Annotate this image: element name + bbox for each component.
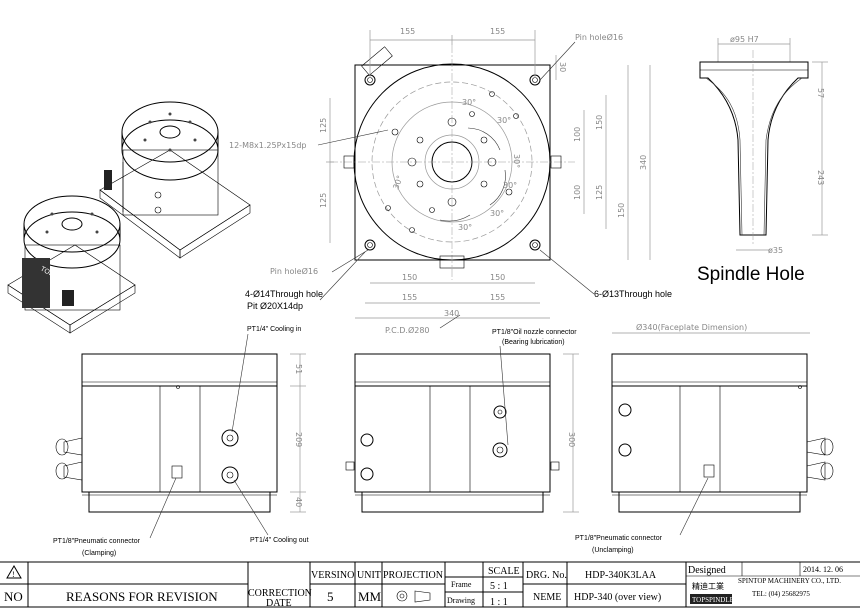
isometric-view-left: TOPSPINDLE [7,195,136,334]
thread-label: 12-M8x1.25Px15dp [229,141,307,150]
dim-left-top: 125 [319,118,328,133]
title-block: ! NO REASONS FOR REVISION CORRECTION DAT… [0,561,860,608]
pin-hole-bottom-label: Pin holeØ16 [270,266,318,276]
tb-date: DATE [266,598,292,608]
pneumatic-clamp-label-1: PT1/8"Pneumatic connector [53,538,141,545]
tb-date-value: 2014. 12. 06 [803,565,843,574]
spindle-title: Spindle Hole [697,264,805,285]
tb-neme-value: HDP-340 (over view) [574,592,661,603]
dim-right-150b: 150 [617,203,626,218]
dim-bottom-155a: 155 [402,293,417,302]
angle-label: 30° [503,181,517,190]
oil-nozzle-label-1: PT1/8"Oil nozzle connector [492,329,577,336]
spindle-hole-view: ø95 H7 57 243 ø35 Spindle Hole [697,35,828,285]
dim-right-150a: 150 [595,115,604,130]
pneumatic-clamp-label-2: (Clamping) [82,550,116,557]
dim-bottom-155b: 155 [490,293,505,302]
dim-right-125: 125 [595,185,604,200]
dim-right-100a: 100 [573,127,582,142]
tb-company-cn: 精迪工業 [692,581,724,591]
tb-correction: CORRECTION [248,588,312,599]
tb-brand: TOPSPINDLE [692,596,734,604]
dim-right-340: 340 [639,155,648,170]
tb-frame: Frame [451,580,472,589]
dim-right-top: 30 [558,62,567,72]
spindle-dim-bottom: ø35 [768,246,783,255]
dim-300: 300 [567,432,576,447]
angle-label: 30° [391,174,404,190]
tb-scale: SCALE [488,566,520,577]
faceplate-label: Ø340(Faceplate Dimension) [636,322,747,332]
angle-label: 30° [512,154,521,168]
dim-left-bottom: 125 [319,193,328,208]
dim-209: 209 [294,432,303,447]
angle-label: 30° [462,98,476,107]
angle-label: 30° [458,223,472,232]
tb-drawing: Drawing [447,596,475,605]
tb-neme-label: NEME [533,592,561,603]
dim-40: 40 [294,497,303,507]
pcd-label: P.C.D.Ø280 [385,325,430,335]
pit-label: Pit Ø20X14dp [247,301,303,311]
side-elevation: 300 PT1/8"Oil nozzle connector (Bearing … [345,329,579,513]
tb-scale-frame: 5 : 1 [490,581,508,592]
tb-designed: Designed [688,565,726,576]
tb-drg-value: HDP-340K3LAA [585,570,657,581]
dim-bottom-150a: 150 [402,273,417,282]
dim-51: 51 [294,364,303,374]
top-view: 30° 30° 30° 30° 30° 30° 30° 155 155 30 P… [229,27,672,335]
cooling-out-label: PT1/4" Cooling out [250,537,309,544]
dim-bottom-340: 340 [444,309,459,318]
front-elevation: 51 209 40 PT1/4" Cooling in PT1/4" Cooli… [53,326,309,557]
tb-versino-value: 5 [327,589,334,604]
mounting-holes [385,91,519,233]
tb-company: SPINTOP MACHINERY CO., LTD. [738,577,841,585]
isometric-view-right [99,101,251,259]
spindle-dim-top: ø95 H7 [730,35,759,44]
dim-top-left: 155 [400,27,415,36]
angle-label: 30° [497,116,511,125]
pneumatic-unclamp-label-1: PT1/8"Pneumatic connector [575,535,663,542]
svg-text:!: ! [12,570,15,579]
dim-bottom-150b: 150 [490,273,505,282]
through-hole-left-label: 4-Ø14Through hole [245,289,323,299]
tb-versino: VERSINO [311,570,354,581]
tb-projection: PROJECTION [383,570,443,581]
tb-drg-label: DRG. No. [526,570,567,581]
spindle-dim-57: 57 [816,88,825,98]
spindle-dim-243: 243 [816,170,825,185]
cooling-in-label: PT1/4" Cooling in [247,326,301,333]
tb-no: NO [4,589,23,604]
tb-reasons: REASONS FOR REVISION [66,589,218,604]
oil-nozzle-label-2: (Bearing lubrication) [502,339,565,346]
through-hole-right-label: 6-Ø13Through hole [594,289,672,299]
tb-scale-drawing: 1 : 1 [490,597,508,608]
pin-hole-top-label: Pin holeØ16 [575,32,623,42]
right-elevation: Ø340(Faceplate Dimension) PT1/8"Pneumati… [575,322,834,554]
dim-top-right: 155 [490,27,505,36]
dim-right-100b: 100 [573,185,582,200]
tb-unit: UNIT [357,570,381,581]
angle-label: 30° [490,209,504,218]
tb-unit-value: MM [358,589,382,604]
pneumatic-unclamp-label-2: (Unclamping) [592,547,634,554]
tb-tel: TEL: (04) 25682975 [752,590,810,598]
